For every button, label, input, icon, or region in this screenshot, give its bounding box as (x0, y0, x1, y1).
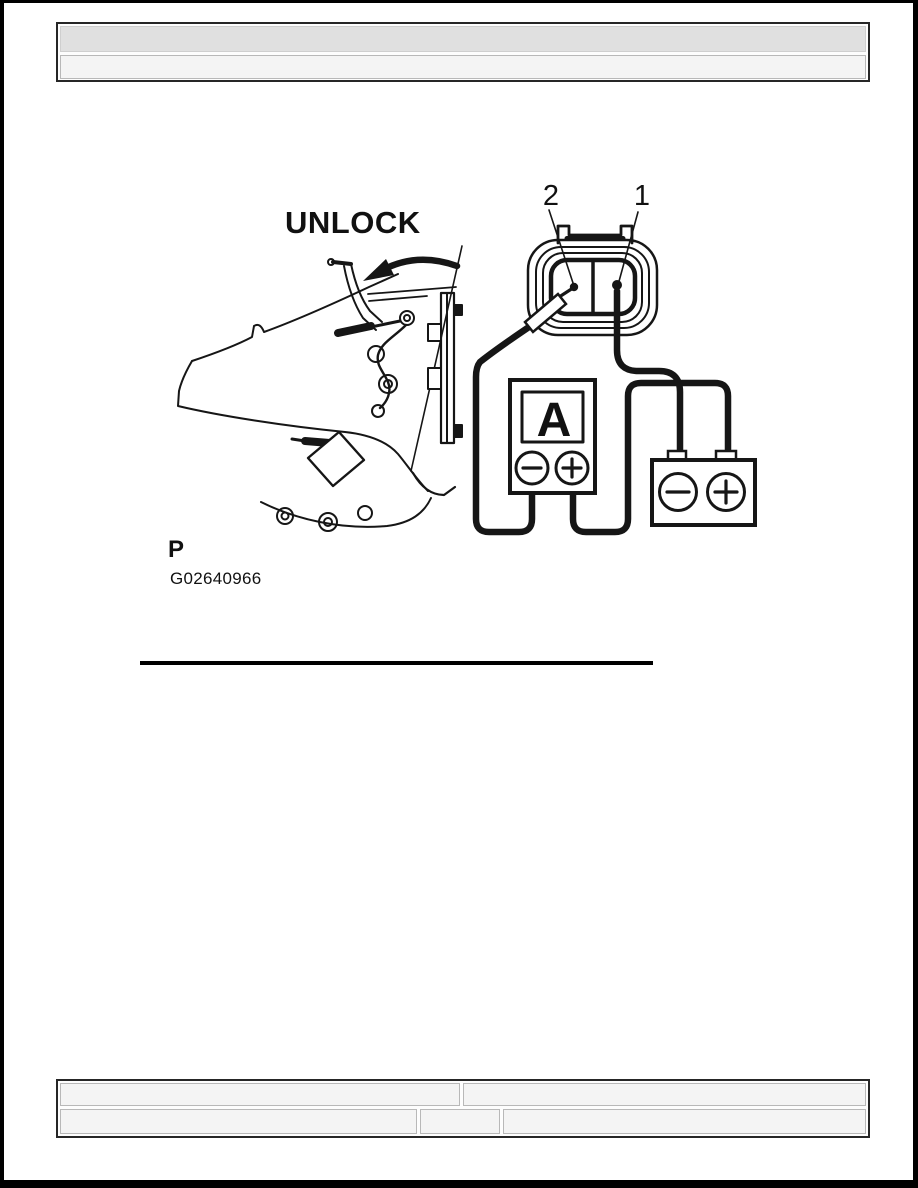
ammeter-plus-terminal-icon (554, 450, 590, 486)
footer-row-1 (60, 1083, 866, 1106)
pivot-circle-2 (378, 374, 398, 394)
pivot-circle-3 (371, 404, 385, 418)
unlock-direction-arrow (363, 256, 461, 281)
bracket-lower-link (411, 471, 457, 497)
bracket-tab-2 (427, 367, 442, 390)
figure-id: G02640966 (170, 569, 262, 588)
ammeter-letter: A (537, 394, 572, 447)
footer-cell-3 (60, 1109, 418, 1134)
actuator-shelf-lines (367, 286, 457, 302)
upper-pivot-center (403, 314, 411, 322)
ammeter-plus-sign (561, 457, 583, 479)
test-probe (523, 286, 575, 334)
unlock-lever-rod-tip (327, 258, 335, 266)
grommet-1 (276, 507, 294, 525)
door-lock-actuator-drawing (177, 245, 463, 532)
footer-cell-2 (462, 1083, 866, 1106)
wire-ammeter-to-battery (569, 379, 732, 536)
footer-cell-1 (60, 1083, 460, 1106)
actuator-panel-bottom-edge (177, 360, 429, 492)
latch-lever (376, 323, 408, 410)
wire-probe-to-ammeter (472, 323, 536, 536)
ammeter-minus-terminal-icon (514, 450, 550, 486)
probe-barrel (523, 292, 568, 334)
figure-unlock-current-test: A (177, 180, 757, 536)
connector-outline-mid (535, 246, 650, 329)
grommet-2 (318, 512, 338, 532)
footer-cell-5 (502, 1109, 866, 1134)
footer-row-2 (60, 1109, 866, 1134)
connector-outline-inner (542, 252, 643, 323)
shift-position-label: P (168, 536, 185, 563)
actuator-door-edge-line (410, 245, 463, 472)
ammeter-body (508, 378, 597, 495)
footer-cell-4 (420, 1109, 500, 1134)
unlock-lever (343, 263, 383, 331)
unlock-lever-rod (331, 260, 353, 266)
grommet-1-center (280, 511, 290, 521)
bracket-tab-1 (427, 323, 442, 342)
upper-link-stem (369, 319, 402, 329)
pivot-circle-1 (367, 345, 385, 363)
footer-table (56, 1079, 870, 1138)
header-cell-subtitle (60, 55, 866, 79)
arrow-head (363, 259, 394, 281)
leader-line-1 (617, 211, 639, 286)
leader-line-2 (548, 209, 575, 287)
pivot-circle-2-center (383, 379, 393, 389)
bracket-stud-1 (453, 304, 463, 316)
header-row-2 (60, 55, 866, 79)
battery (650, 449, 757, 527)
upper-pivot (399, 310, 415, 326)
header-table (56, 22, 870, 82)
battery-minus-terminal-icon (658, 472, 698, 512)
battery-plus-sign (713, 479, 739, 505)
ammeter: A (508, 378, 597, 495)
upper-link-rod (334, 322, 375, 337)
header-cell-title (60, 26, 866, 52)
pin-1-label: 1 (634, 180, 650, 212)
grommet-3 (357, 505, 373, 521)
ammeter-display (520, 390, 585, 444)
wire-pin1-to-battery (613, 287, 684, 458)
grommet-2-center (323, 517, 333, 527)
header-row-1 (60, 26, 866, 52)
actuator-motor-block (306, 430, 366, 488)
section-divider-rule (140, 661, 653, 665)
terminal-1-pin (612, 280, 622, 290)
battery-plus-terminal-icon (706, 472, 746, 512)
test-circuit-wires (472, 287, 732, 536)
bracket-stud-2 (453, 424, 463, 438)
actuator-panel-top-edge (191, 273, 399, 362)
unlock-label: UNLOCK (285, 205, 421, 240)
pin-2-label: 2 (543, 180, 559, 212)
connector-lock-tab (556, 224, 634, 245)
